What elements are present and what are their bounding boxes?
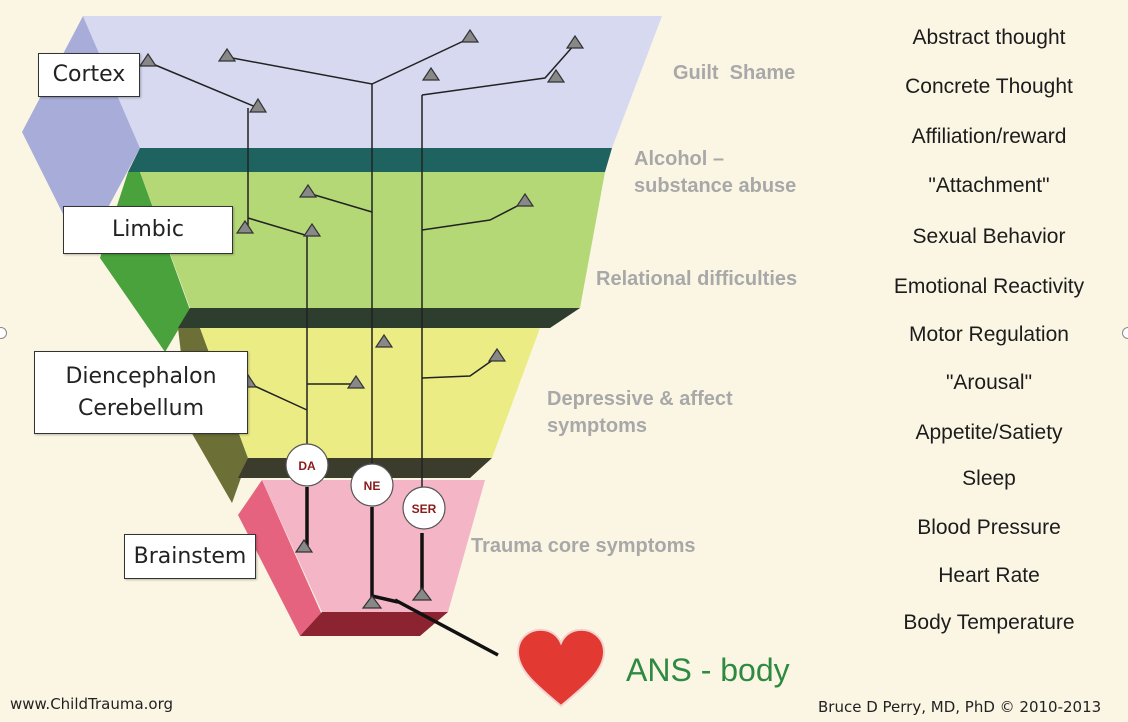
function-item: "Arousal" (945, 371, 1033, 394)
synapse-markers (138, 28, 585, 609)
cortex-band (128, 148, 612, 172)
limbic-band (178, 308, 580, 328)
trauma-core-label: Trauma core symptoms (471, 535, 696, 557)
ser-label: SER (412, 502, 437, 516)
function-item: Sexual Behavior (912, 225, 1066, 248)
heart-icon (516, 628, 606, 708)
diencephalon-cerebellum-label: Diencephalon Cerebellum (34, 351, 248, 434)
cortex-top-face (83, 16, 662, 148)
function-item: "Attachment" (928, 174, 1050, 197)
footer-credit: Bruce D Perry, MD, PhD © 2010-2013 (818, 698, 1102, 716)
depressive-label: Depressive & affect symptoms (547, 388, 733, 437)
function-item: Abstract thought (912, 26, 1066, 49)
limbic-label: Limbic (63, 206, 233, 254)
function-item: Sleep (962, 467, 1016, 490)
function-item: Body Temperature (903, 611, 1075, 634)
da-node (285, 443, 329, 487)
da-label: DA (298, 459, 316, 473)
function-item: Blood Pressure (917, 516, 1061, 539)
ne-label: NE (364, 479, 381, 493)
function-item: Concrete Thought (905, 75, 1073, 98)
ans-body-label: ANS - body (626, 652, 790, 688)
footer-website: www.ChildTrauma.org (10, 695, 174, 713)
function-item: Motor Regulation (909, 323, 1069, 346)
function-item: Heart Rate (938, 564, 1040, 587)
diencephalon-top-face (200, 328, 540, 458)
function-item: Appetite/Satiety (915, 421, 1063, 444)
cortex-side-face (22, 16, 140, 254)
function-item: Emotional Reactivity (893, 275, 1085, 298)
relational-label: Relational difficulties (596, 268, 798, 290)
brainstem-side-face (238, 480, 322, 636)
guilt-shame-label: Guilt Shame (673, 62, 796, 84)
brainstem-bottom-face (300, 612, 448, 636)
cortex-label: Cortex (38, 53, 140, 97)
neurotransmitter-nodes: DA NE SER (285, 443, 446, 530)
right-resize-handle[interactable] (1122, 327, 1128, 339)
neuron-wiring (147, 37, 576, 507)
function-item: Affiliation/reward (911, 125, 1067, 148)
alcohol-label: Alcohol – substance abuse (634, 148, 797, 197)
ne-node (350, 463, 394, 507)
brainstem-label: Brainstem (124, 534, 256, 579)
ser-node (402, 486, 446, 530)
